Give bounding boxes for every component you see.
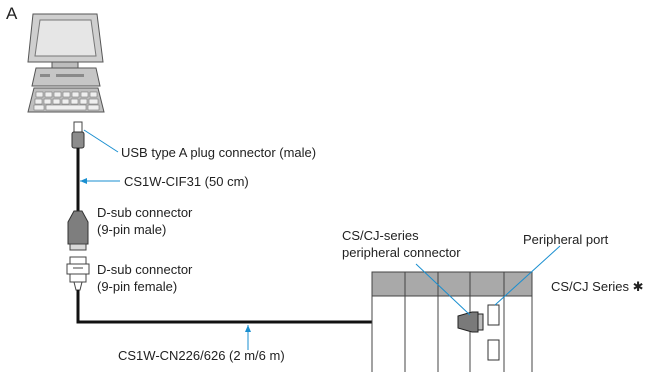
dsub-female-label-line2: (9-pin female) [97, 279, 178, 294]
dsub-female-connector-icon [66, 256, 90, 291]
cif-cable-label: CS1W-CIF31 (50 cm) [124, 174, 249, 189]
dsub-male-label-line2: (9-pin male) [97, 222, 167, 237]
usb-plug-label: USB type A plug connector (male) [121, 145, 317, 160]
plc-rack [371, 271, 533, 372]
peripheral-connector-label-line1: CS/CJ-series [342, 228, 419, 243]
dsub-male-connector-icon [67, 210, 89, 251]
usb-plug-icon [71, 121, 85, 149]
figure-letter: A [6, 4, 18, 23]
cn-cable [76, 290, 458, 324]
cn-cable-label: CS1W-CN226/626 (2 m/6 m) [118, 348, 285, 363]
peripheral-port-label: Peripheral port [523, 232, 609, 247]
dsub-female-label-line1: D-sub connector [97, 262, 193, 277]
dsub-male-label-line1: D-sub connector [97, 205, 193, 220]
leader-arrowheads [80, 178, 251, 332]
peripheral-connector-label-line2: peripheral connector [342, 245, 461, 260]
plc-series-label: CS/CJ Series ✱ [551, 279, 644, 294]
peripheral-connector-icon [457, 311, 484, 333]
computer-icon [27, 13, 105, 113]
